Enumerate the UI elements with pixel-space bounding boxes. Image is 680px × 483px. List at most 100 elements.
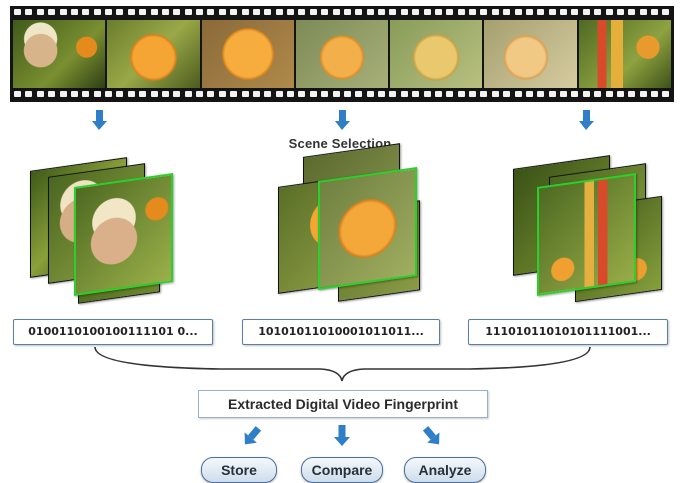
film-perforation — [389, 91, 397, 97]
film-perforation — [514, 91, 522, 97]
film-perforation — [218, 9, 226, 15]
film-frame — [578, 20, 671, 88]
film-perforation — [639, 91, 647, 97]
film-perforations-bottom — [14, 91, 670, 99]
action-arrows — [244, 425, 440, 446]
film-perforation — [309, 91, 317, 97]
film-perforation — [412, 91, 420, 97]
film-perforation — [616, 91, 624, 97]
selected-frame — [537, 173, 636, 296]
film-perforation — [605, 9, 613, 15]
film-perforation — [25, 91, 33, 97]
fingerprint-box-2: 10101011010001011011... — [242, 319, 440, 345]
film-perforation — [139, 9, 147, 15]
film-perforation — [275, 9, 283, 15]
film-perforation — [36, 91, 44, 97]
film-perforation — [105, 9, 112, 15]
film-strip — [10, 6, 674, 102]
film-perforation — [480, 9, 488, 15]
film-perforation — [400, 91, 408, 97]
analyze-button[interactable]: Analyze — [404, 457, 486, 483]
film-perforation — [571, 9, 579, 15]
grouping-brace — [94, 346, 591, 382]
frame-stack-1 — [18, 152, 178, 304]
film-perforation — [25, 9, 33, 15]
film-frame — [295, 20, 389, 88]
film-perforation — [537, 91, 545, 97]
film-perforation — [252, 9, 260, 15]
film-perforation — [173, 91, 181, 97]
film-perforation — [207, 9, 215, 15]
film-perforation — [184, 9, 192, 15]
frame-stack-2 — [258, 143, 420, 302]
extracted-fingerprint-label: Extracted Digital Video Fingerprint — [198, 390, 488, 418]
film-perforation — [287, 9, 294, 15]
film-perforation — [355, 9, 363, 15]
film-perforation — [127, 9, 135, 15]
film-perforation — [662, 91, 670, 97]
film-perforation — [59, 91, 67, 97]
scene-selection-label: Scene Selection — [288, 136, 392, 151]
film-frame — [13, 20, 106, 88]
film-perforation — [264, 9, 272, 15]
film-perforation — [127, 91, 135, 97]
film-frame — [390, 20, 483, 88]
film-perforation — [491, 9, 499, 15]
film-perforation — [218, 91, 226, 97]
film-perforation — [93, 91, 101, 97]
film-perforation — [298, 9, 306, 15]
fingerprint-box-3: 11101011010101111001... — [468, 319, 668, 345]
film-perforation — [139, 91, 147, 97]
film-perforation — [343, 91, 351, 97]
film-perforation — [457, 9, 465, 15]
compare-button[interactable]: Compare — [301, 457, 383, 483]
store-button[interactable]: Store — [201, 457, 277, 483]
film-perforation — [514, 9, 522, 15]
film-perforation — [343, 9, 351, 15]
film-perforation — [389, 9, 397, 15]
film-perforation — [434, 9, 442, 15]
film-frame — [107, 20, 200, 88]
film-perforation — [93, 9, 101, 15]
film-perforation — [309, 9, 317, 15]
arrow-down-icon — [334, 425, 350, 446]
film-perforation — [605, 91, 613, 97]
film-perforation — [59, 9, 67, 15]
film-perforation — [378, 9, 385, 15]
film-perforation — [173, 9, 181, 15]
film-perforation — [36, 9, 44, 15]
film-perforation — [150, 9, 158, 15]
film-frame — [201, 20, 294, 88]
film-perforation — [161, 91, 169, 97]
film-perforation — [14, 9, 21, 15]
film-perforation — [332, 9, 340, 15]
film-perforation — [184, 91, 192, 97]
film-perforation — [264, 91, 272, 97]
film-perforation — [480, 91, 488, 97]
film-perforation — [82, 91, 90, 97]
film-perforation — [491, 91, 499, 97]
film-perforation — [537, 9, 545, 15]
selected-frame — [74, 173, 173, 296]
film-perforation — [571, 91, 579, 97]
film-perforation — [525, 9, 533, 15]
film-perforation — [594, 9, 602, 15]
film-perforation — [116, 91, 124, 97]
film-perforation — [366, 91, 374, 97]
film-perforation — [378, 91, 385, 97]
film-perforation — [241, 91, 249, 97]
film-perforation — [434, 91, 442, 97]
film-perforation — [70, 91, 78, 97]
fingerprint-box-1: 0100110100100111101 0... — [13, 319, 213, 345]
film-perforation — [594, 91, 602, 97]
film-perforation — [207, 91, 215, 97]
frame-stack-3 — [505, 152, 665, 303]
film-perforation — [400, 9, 408, 15]
film-perforation — [252, 91, 260, 97]
film-perforation — [662, 9, 670, 15]
film-perforation — [366, 9, 374, 15]
film-perforation — [161, 9, 169, 15]
film-perforations-top — [14, 9, 670, 17]
film-perforation — [82, 9, 90, 15]
film-perforation — [150, 91, 158, 97]
